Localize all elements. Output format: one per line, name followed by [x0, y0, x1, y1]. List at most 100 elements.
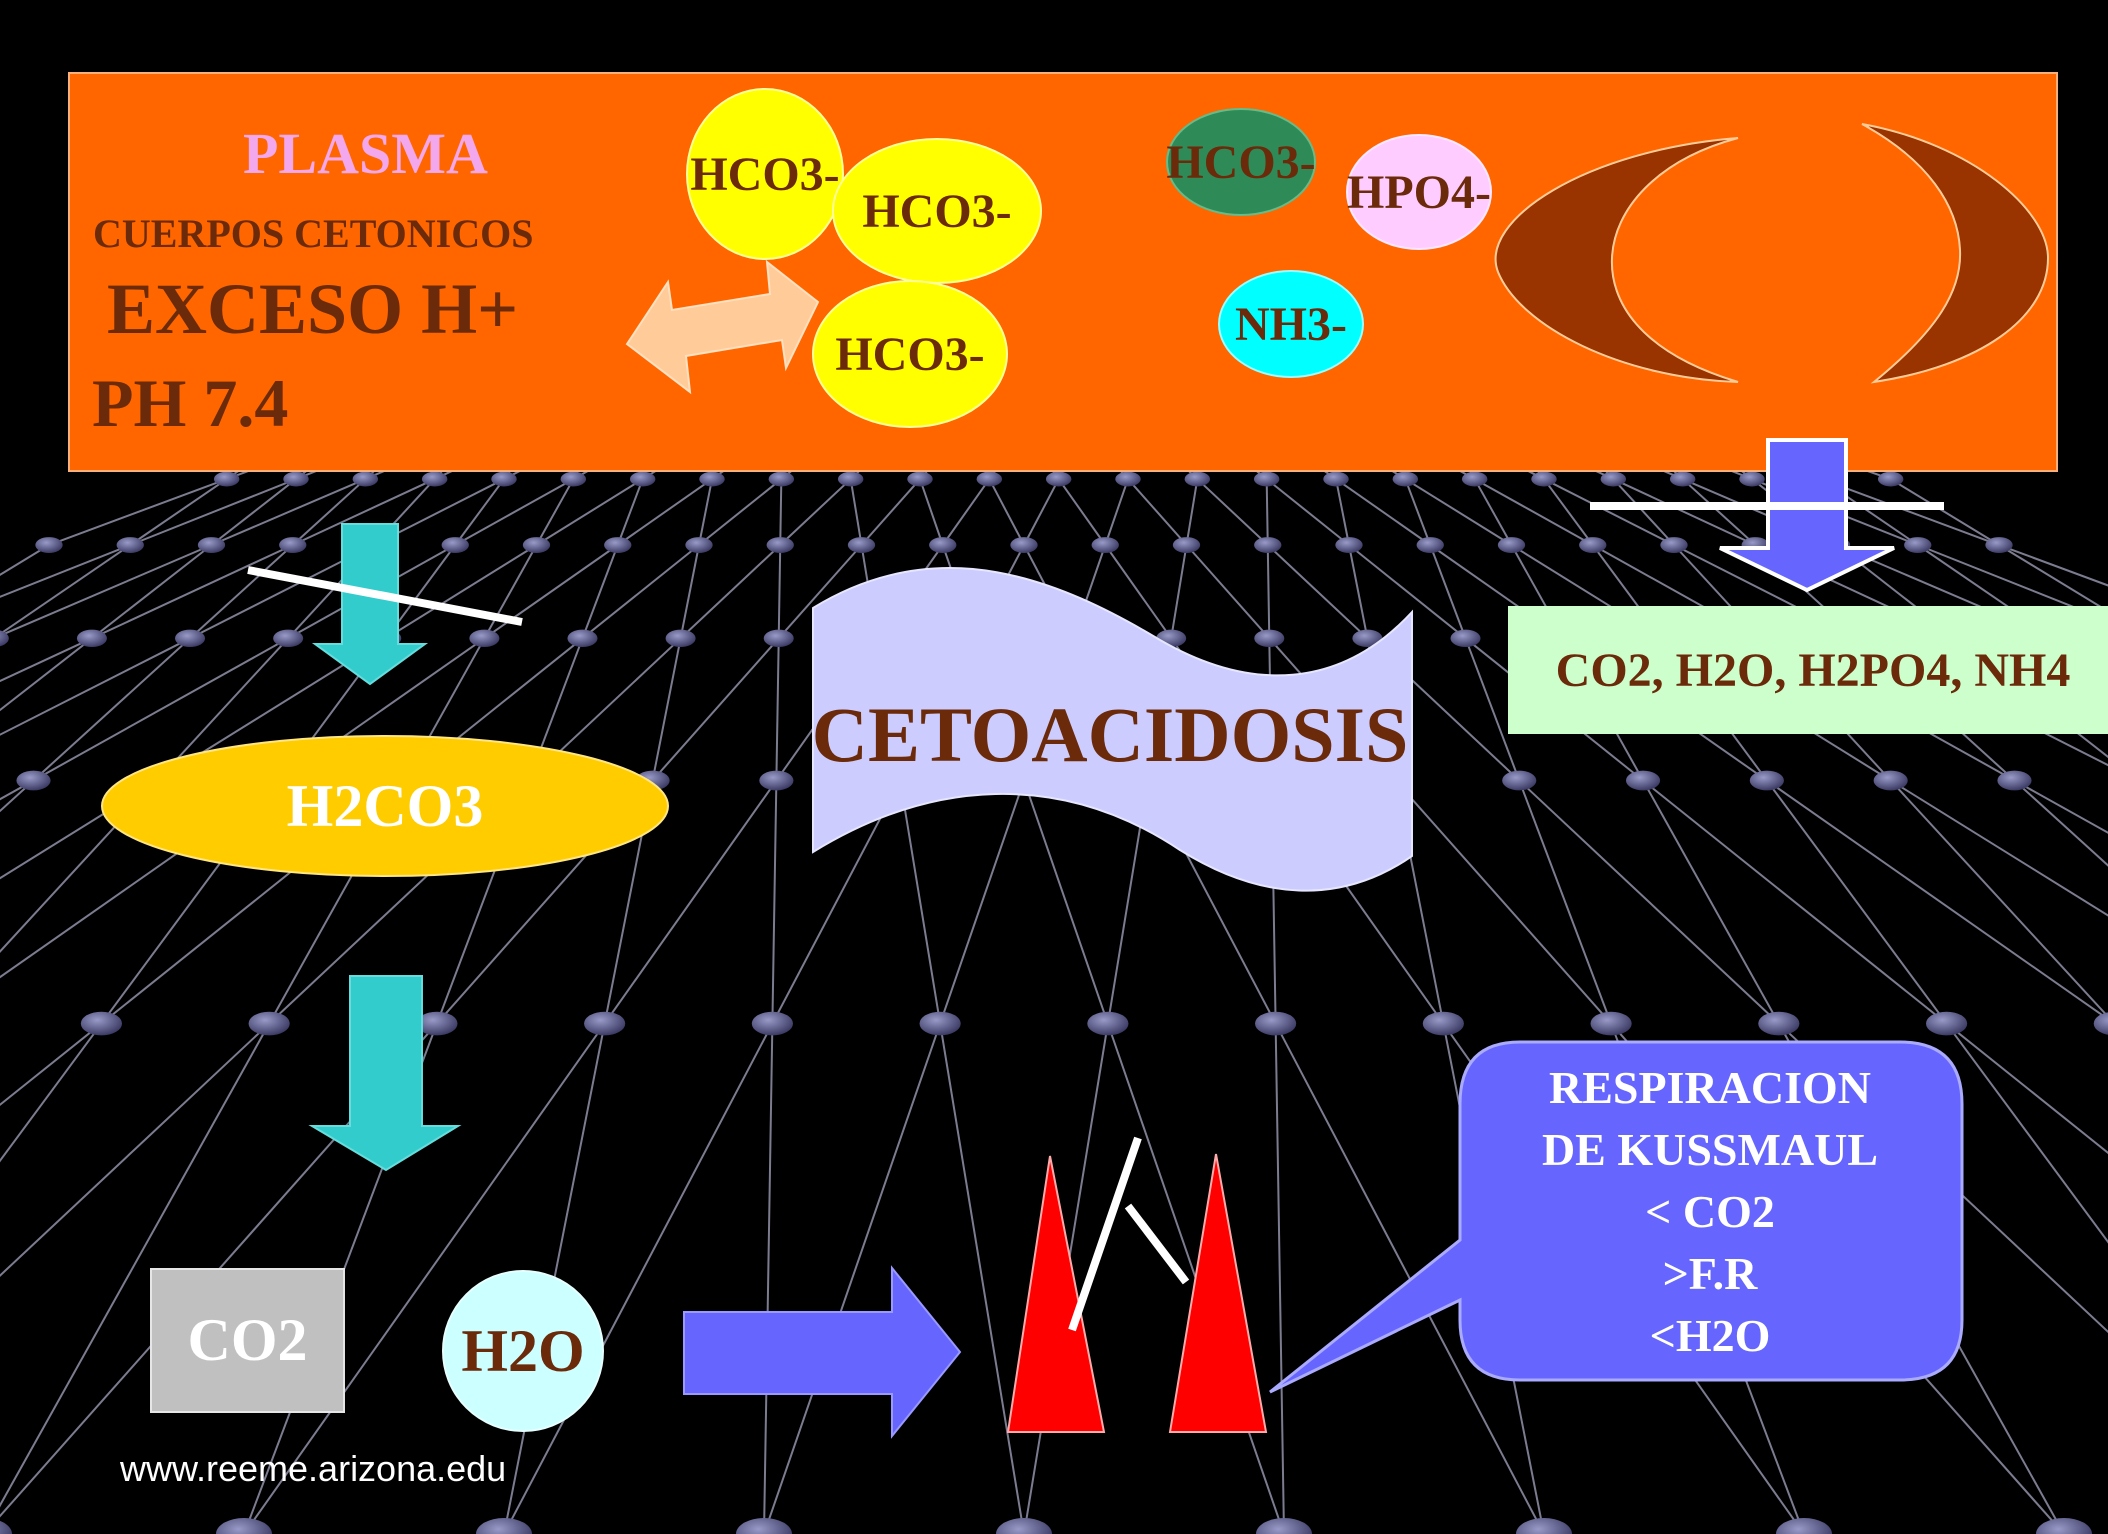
grid-node — [1749, 770, 1784, 791]
ketone-bodies-label: CUERPOS CETONICOS — [93, 211, 534, 256]
grid-node — [1669, 471, 1696, 487]
grid-line — [0, 544, 50, 576]
h2co3-ellipse — [101, 735, 669, 877]
grid-line — [1104, 478, 1129, 546]
grid-line — [0, 637, 93, 712]
grid-line — [698, 478, 782, 546]
grid-line — [1998, 544, 2108, 587]
grid-line — [698, 478, 713, 546]
grid-line — [1474, 478, 1594, 546]
grid-node — [1985, 537, 2013, 553]
grid-node — [1392, 471, 1419, 487]
grid-node — [751, 1011, 793, 1036]
grid-line — [1335, 478, 1350, 546]
grid-node — [1739, 471, 1765, 487]
grid-node — [522, 537, 551, 553]
grid-node — [766, 537, 794, 553]
kussmaul-line-1: RESPIRACION — [1548, 1062, 1872, 1113]
hco3-ion-2: HCO3- — [832, 138, 1042, 284]
grid-line — [1612, 478, 1675, 546]
grid-line — [1766, 779, 1948, 1025]
grid-node — [1497, 537, 1526, 553]
grid-node — [35, 537, 63, 553]
grid-node — [213, 471, 240, 487]
grid-node — [76, 629, 107, 647]
cetoacidosis-label: CETOACIDOSIS — [811, 691, 1409, 778]
grid-line — [0, 637, 191, 736]
grid-line — [156, 637, 289, 782]
slide: PLASMA CUERPOS CETONICOS EXCESO H+ PH 7.… — [0, 72, 2108, 1534]
grid-node — [1255, 1011, 1297, 1036]
source-url: www.reeme.arizona.edu — [120, 1448, 507, 1489]
grid-line — [129, 478, 297, 546]
kussmaul-line-4: >F.R — [1662, 1248, 1758, 1299]
grid-line — [679, 544, 781, 640]
grid-node — [1600, 471, 1627, 487]
grid-node — [996, 1518, 1052, 1534]
grid-line — [189, 544, 294, 640]
excess-h-label: EXCESO H+ — [107, 269, 519, 349]
grid-line — [292, 478, 367, 546]
hco3-label-3: HCO3- — [835, 327, 985, 381]
hco3-label-1: HCO3- — [690, 147, 840, 201]
grid-node — [1352, 629, 1383, 647]
grid-line — [0, 779, 158, 880]
grid-line — [535, 478, 644, 546]
hco3-label-2: HCO3- — [862, 184, 1012, 238]
grid-line — [0, 1022, 270, 1277]
kussmaul-text: RESPIRACION DE KUSSMAUL < CO2 >F.R <H2O — [1460, 1042, 1960, 1382]
grid-line — [581, 544, 619, 639]
grid-node — [279, 537, 307, 553]
grid-line — [1889, 779, 2108, 1019]
down-arrow-h2co3 — [311, 523, 429, 686]
hco3-ion-1: HCO3- — [686, 88, 844, 260]
grid-node — [2036, 1518, 2092, 1534]
grid-node — [1087, 1011, 1129, 1036]
grid-line — [1023, 780, 1109, 1024]
grid-line — [779, 479, 783, 546]
grid-line — [1518, 779, 1780, 1025]
grid-node — [1461, 471, 1488, 487]
grid-line — [679, 544, 700, 639]
grid-line — [454, 478, 505, 546]
plasma-title: PLASMA — [243, 121, 488, 186]
grid-line — [1890, 478, 2000, 546]
grid-line — [1681, 478, 1756, 546]
grid-line — [771, 780, 902, 1025]
grid-node — [1877, 471, 1904, 487]
grid-node — [1590, 1011, 1632, 1036]
grid-line — [1057, 478, 1107, 546]
grid-line — [939, 1023, 1025, 1534]
products-label: CO2, H2O, H2PO4, NH4 — [1555, 643, 2071, 697]
grid-node — [629, 471, 656, 487]
grid-line — [616, 478, 644, 546]
grid-node — [1172, 537, 1201, 553]
grid-node — [1925, 1011, 1968, 1036]
grid-node — [1660, 537, 1688, 553]
grid-node — [1091, 537, 1119, 553]
grid-line — [0, 544, 131, 598]
grid-node — [283, 471, 309, 487]
grid-line — [503, 1023, 774, 1534]
grid-node — [976, 471, 1003, 487]
cetoacidosis-banner — [812, 567, 1413, 892]
ph-label: PH 7.4 — [92, 365, 289, 441]
grid-line — [763, 1023, 942, 1534]
grid-node — [759, 770, 794, 791]
h2co3-label: H2CO3 — [286, 772, 484, 839]
grid-line — [385, 544, 538, 640]
grid-node — [907, 471, 933, 487]
grid-node — [197, 537, 226, 553]
grid-node — [1625, 770, 1661, 791]
grid-node — [469, 629, 500, 647]
peak-line-short — [1124, 1203, 1190, 1285]
hco3-label-4: HCO3- — [1166, 135, 1316, 189]
grid-line — [1170, 544, 1188, 639]
grid-node — [0, 630, 9, 647]
grid-line — [0, 637, 93, 683]
grid-node — [929, 537, 957, 553]
grid-node — [567, 629, 598, 647]
h2o-label: H2O — [461, 1317, 585, 1384]
grid-line — [1185, 478, 1199, 546]
grid-node — [16, 770, 51, 791]
